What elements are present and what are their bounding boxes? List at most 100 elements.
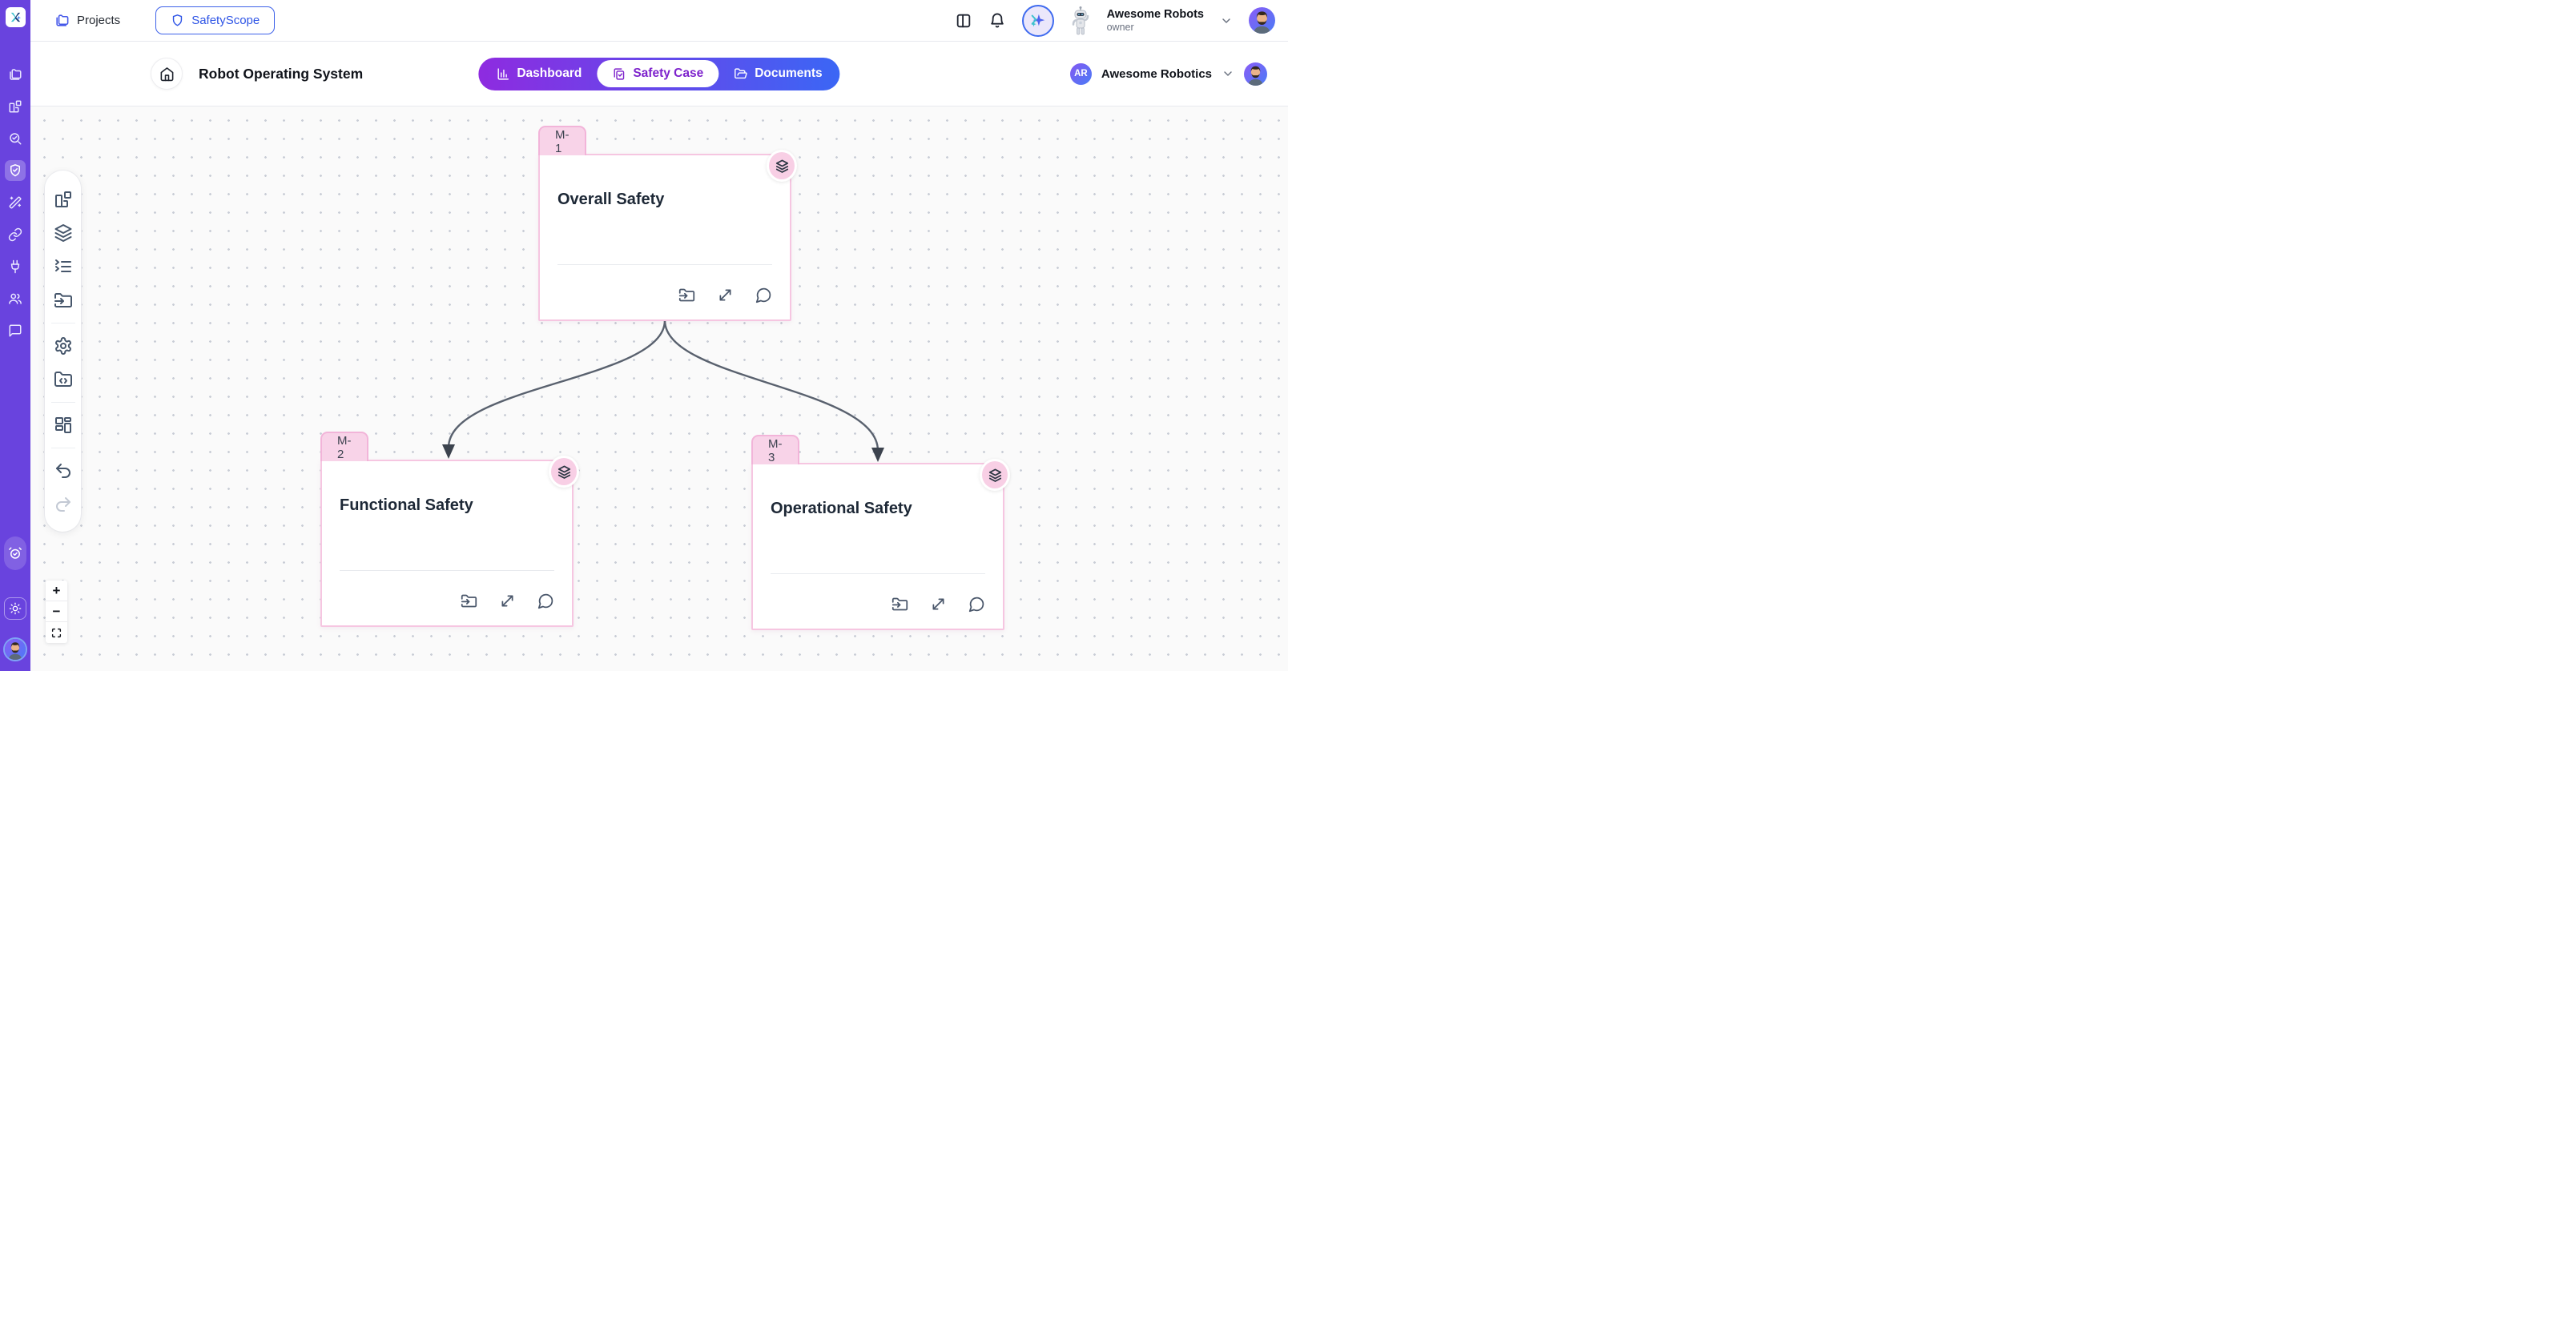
fit-view-button[interactable] bbox=[46, 622, 67, 643]
tab-documents[interactable]: Documents bbox=[718, 60, 837, 87]
notifications-bell-icon[interactable] bbox=[988, 12, 1006, 30]
comment-icon[interactable] bbox=[968, 596, 985, 613]
tab-safety-case[interactable]: Safety Case bbox=[597, 60, 719, 87]
users-icon bbox=[9, 293, 22, 304]
toolbar-layers-button[interactable] bbox=[54, 223, 73, 243]
sidebar-item-team[interactable] bbox=[5, 288, 26, 309]
node-divider bbox=[771, 573, 985, 574]
theme-toggle[interactable] bbox=[4, 597, 26, 620]
node-id-tab[interactable]: M-2 bbox=[320, 432, 368, 461]
top-bar: Projects SafetyScope bbox=[30, 0, 1288, 42]
avatar-image bbox=[1249, 7, 1275, 34]
user-avatar[interactable] bbox=[1249, 7, 1275, 34]
node-card[interactable]: Overall Safety bbox=[538, 150, 797, 321]
tab-label: Safety Case bbox=[633, 66, 704, 80]
diagram-canvas[interactable]: + − M-1 Overall Safety M-2 F bbox=[30, 106, 1288, 671]
edge-m1-m3 bbox=[663, 319, 879, 452]
node-type-badge[interactable] bbox=[980, 459, 1010, 491]
sparkles-icon bbox=[1030, 14, 1044, 26]
tab-dashboard[interactable]: Dashboard bbox=[481, 60, 597, 87]
account-info[interactable]: Awesome Robots owner bbox=[1107, 7, 1204, 34]
layers-icon bbox=[988, 468, 1001, 482]
link-icon bbox=[8, 227, 22, 242]
ai-assistant-button[interactable] bbox=[1021, 4, 1054, 37]
user-avatar[interactable] bbox=[3, 637, 27, 661]
panel-toggle-icon[interactable] bbox=[955, 12, 972, 30]
safetyscope-button[interactable]: SafetyScope bbox=[155, 6, 276, 34]
toolbar-folder-code-button[interactable] bbox=[54, 370, 73, 389]
node-type-badge[interactable] bbox=[767, 150, 797, 182]
comment-icon[interactable] bbox=[537, 593, 554, 609]
projects-label: Projects bbox=[77, 14, 121, 27]
node-id: M-1 bbox=[555, 127, 570, 155]
toolbar-import-button[interactable] bbox=[54, 291, 73, 310]
expand-icon[interactable] bbox=[930, 596, 947, 613]
node-title: Overall Safety bbox=[557, 191, 665, 208]
sidebar-item-integrations[interactable] bbox=[5, 256, 26, 277]
chevron-down-icon[interactable] bbox=[1222, 67, 1234, 80]
account-role: owner bbox=[1106, 21, 1134, 33]
tab-label: Documents bbox=[755, 66, 823, 80]
sidebar-item-chat[interactable] bbox=[5, 320, 26, 341]
folder-input-icon[interactable] bbox=[892, 596, 908, 613]
folder-input-icon[interactable] bbox=[461, 593, 477, 609]
folder-input-icon bbox=[54, 293, 72, 307]
toolbar-settings-button[interactable] bbox=[54, 336, 73, 356]
sidebar-item-audit[interactable] bbox=[5, 128, 26, 149]
comment-icon[interactable] bbox=[755, 287, 772, 303]
projects-button[interactable]: Projects bbox=[54, 13, 120, 28]
org-name: Awesome Robotics bbox=[1101, 66, 1212, 81]
folder-open-icon bbox=[734, 67, 747, 78]
copy-check-icon bbox=[614, 67, 625, 80]
project-header-right: AR Awesome Robotics bbox=[1069, 62, 1267, 86]
sidebar-item-blocks[interactable] bbox=[5, 96, 26, 117]
toolbar-blocks-button[interactable] bbox=[54, 190, 73, 209]
home-button[interactable] bbox=[151, 58, 183, 90]
sidebar-item-reminders[interactable] bbox=[4, 536, 26, 570]
node-id-tab[interactable]: M-3 bbox=[751, 435, 799, 464]
shield-icon bbox=[173, 14, 183, 26]
arrowhead-m2 bbox=[442, 444, 455, 459]
node-id-tab[interactable]: M-1 bbox=[538, 126, 586, 155]
rail-nav bbox=[5, 64, 26, 341]
chevron-down-icon[interactable] bbox=[1220, 14, 1233, 27]
sidebar-item-magic[interactable] bbox=[5, 192, 26, 213]
sidebar-item-projects[interactable] bbox=[5, 64, 26, 85]
layers-icon bbox=[54, 224, 71, 242]
folder-code-icon bbox=[54, 372, 72, 387]
left-rail bbox=[0, 0, 30, 671]
zoom-in-button[interactable]: + bbox=[46, 581, 67, 601]
account-name: Awesome Robots bbox=[1106, 7, 1204, 21]
safetyscope-label: SafetyScope bbox=[191, 14, 260, 27]
expand-icon[interactable] bbox=[717, 287, 734, 303]
node-divider bbox=[557, 264, 772, 265]
expand-icon[interactable] bbox=[499, 593, 516, 609]
node-type-badge[interactable] bbox=[549, 456, 579, 488]
redo-button[interactable] bbox=[54, 495, 73, 514]
org-avatar[interactable]: AR bbox=[1069, 62, 1092, 85]
sidebar-item-safety[interactable] bbox=[5, 160, 26, 181]
app-logo[interactable] bbox=[5, 7, 26, 27]
sun-icon bbox=[9, 602, 22, 615]
node-card[interactable]: Operational Safety bbox=[751, 459, 1010, 630]
zoom-controls: + − bbox=[46, 581, 67, 643]
zoom-out-button[interactable]: − bbox=[46, 601, 67, 622]
toolbar-layout-button[interactable] bbox=[54, 416, 73, 435]
undo-button[interactable] bbox=[54, 461, 73, 480]
folders-icon bbox=[10, 69, 22, 80]
project-header: Robot Operating System Dashboard Safety … bbox=[30, 42, 1288, 106]
robot-mascot-image bbox=[1072, 6, 1089, 34]
folder-input-icon[interactable] bbox=[678, 287, 695, 303]
toolbar-checklist-button[interactable] bbox=[54, 257, 73, 276]
chat-icon bbox=[9, 324, 22, 337]
sidebar-item-links[interactable] bbox=[5, 224, 26, 245]
app-window: Projects SafetyScope bbox=[0, 0, 1288, 671]
tab-label: Dashboard bbox=[517, 66, 582, 80]
bar-chart-icon bbox=[497, 67, 509, 80]
topbar-right: Awesome Robots owner bbox=[955, 4, 1275, 37]
node-actions bbox=[892, 596, 985, 613]
blocks-icon bbox=[9, 100, 22, 113]
node-card[interactable]: Functional Safety bbox=[320, 456, 579, 627]
layers-icon bbox=[775, 159, 788, 173]
member-avatar[interactable] bbox=[1244, 62, 1267, 86]
